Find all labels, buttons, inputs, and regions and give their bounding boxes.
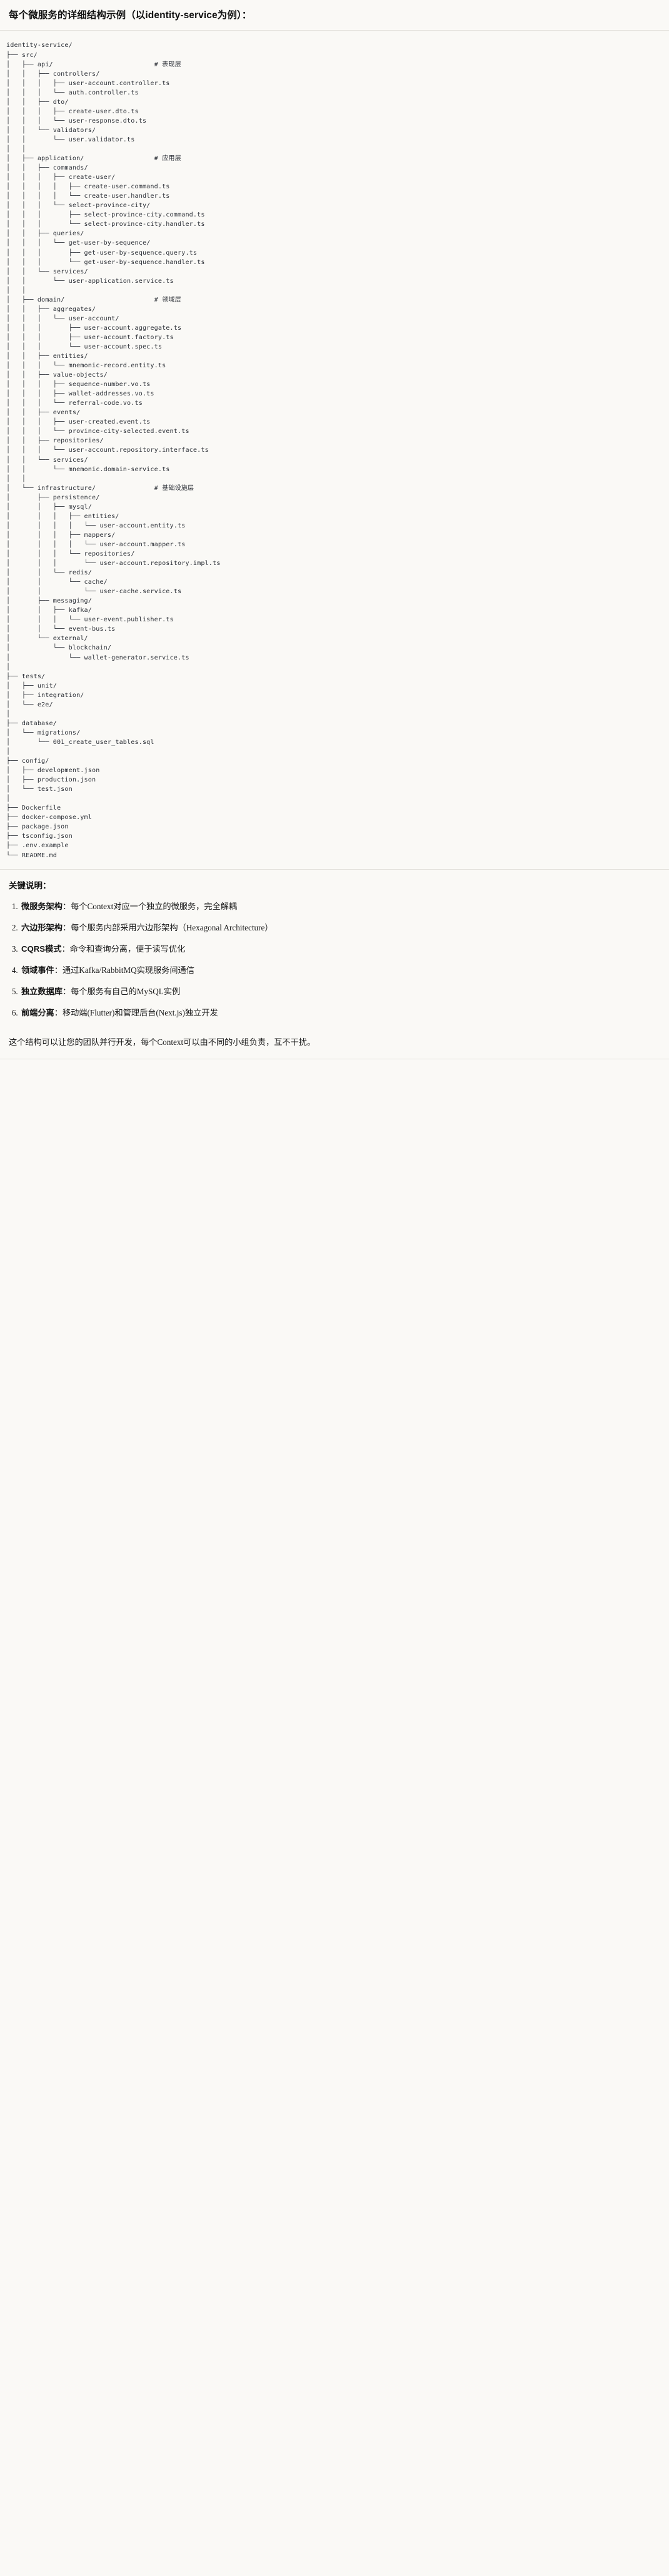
key-point-description: 通过Kafka/RabbitMQ实现服务间通信 xyxy=(62,965,194,975)
directory-tree: identity-service/ ├── src/ │ ├── api/ # … xyxy=(6,42,221,859)
directory-tree-block: identity-service/ ├── src/ │ ├── api/ # … xyxy=(0,31,669,869)
key-point-description: 移动端(Flutter)和管理后台(Next.js)独立开发 xyxy=(62,1008,218,1018)
key-point-term: 前端分离 xyxy=(21,1008,54,1018)
key-point-term: 领域事件 xyxy=(21,965,54,975)
key-points-section: 关键说明： 微服务架构：每个Context对应一个独立的微服务，完全解耦六边形架… xyxy=(0,870,669,1032)
key-point-separator: ： xyxy=(61,944,70,954)
page-title: 每个微服务的详细结构示例（以identity-service为例）： xyxy=(0,0,669,31)
key-point-item: 独立数据库：每个服务有自己的MySQL实例 xyxy=(20,985,660,998)
document-page: 每个微服务的详细结构示例（以identity-service为例）： ident… xyxy=(0,0,669,1060)
key-point-description: 命令和查询分离，便于读写优化 xyxy=(69,944,186,954)
key-point-term: 独立数据库 xyxy=(21,987,63,997)
heading-divider xyxy=(0,30,669,31)
tree-layer-comment: # 基础设施层 xyxy=(154,484,194,492)
key-points-list: 微服务架构：每个Context对应一个独立的微服务，完全解耦六边形架构：每个服务… xyxy=(9,900,660,1020)
key-point-item: 前端分离：移动端(Flutter)和管理后台(Next.js)独立开发 xyxy=(20,1006,660,1019)
key-point-separator: ： xyxy=(62,922,71,932)
tree-divider xyxy=(0,868,669,870)
key-point-description: 每个Context对应一个独立的微服务，完全解耦 xyxy=(71,901,238,911)
key-point-separator: ： xyxy=(62,901,71,911)
key-point-separator: ： xyxy=(62,987,71,997)
key-point-item: 领域事件：通过Kafka/RabbitMQ实现服务间通信 xyxy=(20,964,660,977)
key-point-item: 六边形架构：每个服务内部采用六边形架构（Hexagonal Architectu… xyxy=(20,921,660,934)
tree-layer-comment: # 应用层 xyxy=(154,155,181,163)
tree-layer-comment: # 表现层 xyxy=(154,61,181,68)
key-point-separator: ： xyxy=(54,965,63,975)
key-points-title: 关键说明： xyxy=(9,880,51,890)
key-point-item: CQRS模式：命令和查询分离，便于读写优化 xyxy=(20,942,660,955)
closing-paragraph: 这个结构可以让您的团队并行开发，每个Context可以由不同的小组负责，互不干扰… xyxy=(9,1037,316,1047)
key-point-item: 微服务架构：每个Context对应一个独立的微服务，完全解耦 xyxy=(20,900,660,913)
key-point-term: 六边形架构 xyxy=(21,922,63,932)
key-point-separator: ： xyxy=(54,1008,63,1018)
key-point-term: CQRS模式 xyxy=(21,944,62,954)
key-point-description: 每个服务内部采用六边形架构（Hexagonal Architecture） xyxy=(71,922,273,932)
tree-layer-comment: # 领域层 xyxy=(154,296,181,303)
key-point-description: 每个服务有自己的MySQL实例 xyxy=(71,987,181,997)
key-point-term: 微服务架构 xyxy=(21,901,63,911)
